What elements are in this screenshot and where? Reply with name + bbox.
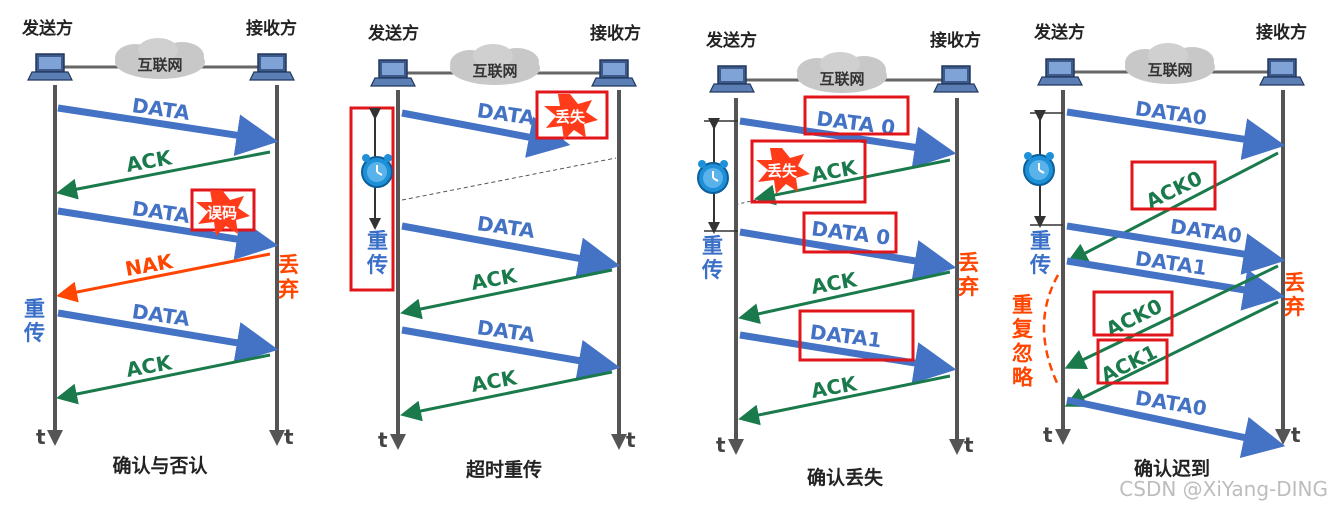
message-label: NAK — [123, 249, 176, 281]
data-arrow — [1066, 396, 1286, 459]
data-arrow — [1066, 257, 1286, 311]
time-label: t — [378, 428, 388, 452]
ignore-duplicate-label: 重复忽略 — [1011, 293, 1034, 389]
time-label: t — [626, 428, 636, 452]
data-arrow — [57, 309, 279, 364]
sender-label: 发送方 — [21, 18, 73, 39]
message-label: ACK — [809, 155, 860, 187]
time-label: t — [36, 425, 46, 449]
ack-arrow — [400, 370, 613, 422]
panel-confirm-and-deny: 发送方 接收方 互联网 t t DATA ACK DATA NAK DATA A… — [21, 18, 299, 477]
network-label: 互联网 — [1147, 61, 1192, 79]
time-label: t — [284, 425, 294, 449]
panel-caption: 确认丢失 — [807, 466, 884, 489]
receiver-label: 接收方 — [1256, 22, 1307, 43]
retransmit-label: 重传 — [701, 234, 723, 282]
highlight-box — [798, 309, 915, 362]
receiver-label: 接收方 — [590, 23, 641, 44]
network-label: 互联网 — [819, 70, 864, 88]
data-arrow — [739, 228, 957, 282]
highlight-box — [1130, 160, 1217, 211]
data-arrow — [401, 222, 621, 279]
discard-label: 丢弃 — [278, 253, 299, 301]
highlight-box — [750, 139, 867, 204]
time-label: t — [1291, 423, 1301, 447]
panel-timeout-retransmit: 发送方 接收方 互联网 t t DATA DATA ACK DATA ACK 丢… — [349, 23, 641, 481]
highlight-box — [1096, 338, 1169, 385]
ack-arrow — [1066, 151, 1279, 263]
ack-arrow — [738, 374, 951, 426]
ack-arrow — [400, 268, 613, 320]
data-arrow — [1066, 108, 1286, 160]
ack-arrow — [1064, 264, 1279, 369]
receiver-label: 接收方 — [246, 18, 297, 39]
panel-ack-late: 发送方 接收方 互联网 t t DATA0 ACK0 DATA0 DATA1 A… — [1011, 22, 1307, 480]
sender-label: 发送方 — [367, 23, 419, 44]
timer-clock-icon — [1023, 151, 1055, 186]
burst-label: 误码 — [207, 204, 237, 222]
discard-label: 丢弃 — [1284, 271, 1305, 319]
highlight-box — [803, 95, 910, 136]
message-label: ACK — [809, 371, 860, 403]
data-arrow — [57, 207, 279, 260]
receiver-label: 接收方 — [930, 30, 981, 51]
panel-caption: 超时重传 — [465, 458, 542, 481]
timeout-dashed-line — [401, 157, 617, 201]
time-label: t — [716, 433, 726, 457]
ack-arrow — [56, 150, 271, 200]
burst-label: 丢失 — [767, 162, 798, 180]
ack-arrow — [754, 158, 951, 206]
ignore-bracket — [1042, 274, 1060, 386]
data-arrow — [1066, 222, 1286, 275]
burst-label: 丢失 — [555, 108, 586, 126]
data-arrow — [401, 326, 621, 382]
sender-label: 发送方 — [705, 30, 757, 51]
highlight-box — [1092, 290, 1174, 337]
data-arrow — [401, 109, 571, 158]
panel-caption: 确认与否认 — [112, 454, 207, 477]
data-arrow — [57, 104, 279, 157]
panel-caption: 确认迟到 — [1134, 457, 1210, 480]
data-arrow — [739, 331, 957, 384]
highlight-box — [802, 211, 898, 254]
time-label: t — [1043, 423, 1053, 447]
time-label: t — [964, 433, 974, 457]
watermark: CSDN @XiYang-DING — [1119, 477, 1328, 501]
ack-arrow — [56, 353, 271, 405]
timer-clock-icon — [697, 159, 729, 194]
retransmit-label: 重传 — [23, 297, 45, 345]
retransmit-label: 重传 — [366, 229, 388, 277]
sender-label: 发送方 — [1033, 22, 1085, 43]
nak-arrow — [56, 252, 271, 303]
timer-clock-icon — [361, 153, 393, 188]
discard-label: 丢弃 — [958, 251, 979, 299]
ack-arrow — [738, 270, 951, 325]
data-arrow — [739, 117, 957, 169]
ack-arrow — [1064, 300, 1279, 407]
network-label: 互联网 — [137, 56, 182, 74]
retransmit-label: 重传 — [1029, 229, 1051, 277]
network-label: 互联网 — [472, 62, 517, 80]
panel-ack-lost: 发送方 接收方 互联网 t t DATA 0 ACK DATA 0 ACK DA… — [697, 30, 981, 489]
